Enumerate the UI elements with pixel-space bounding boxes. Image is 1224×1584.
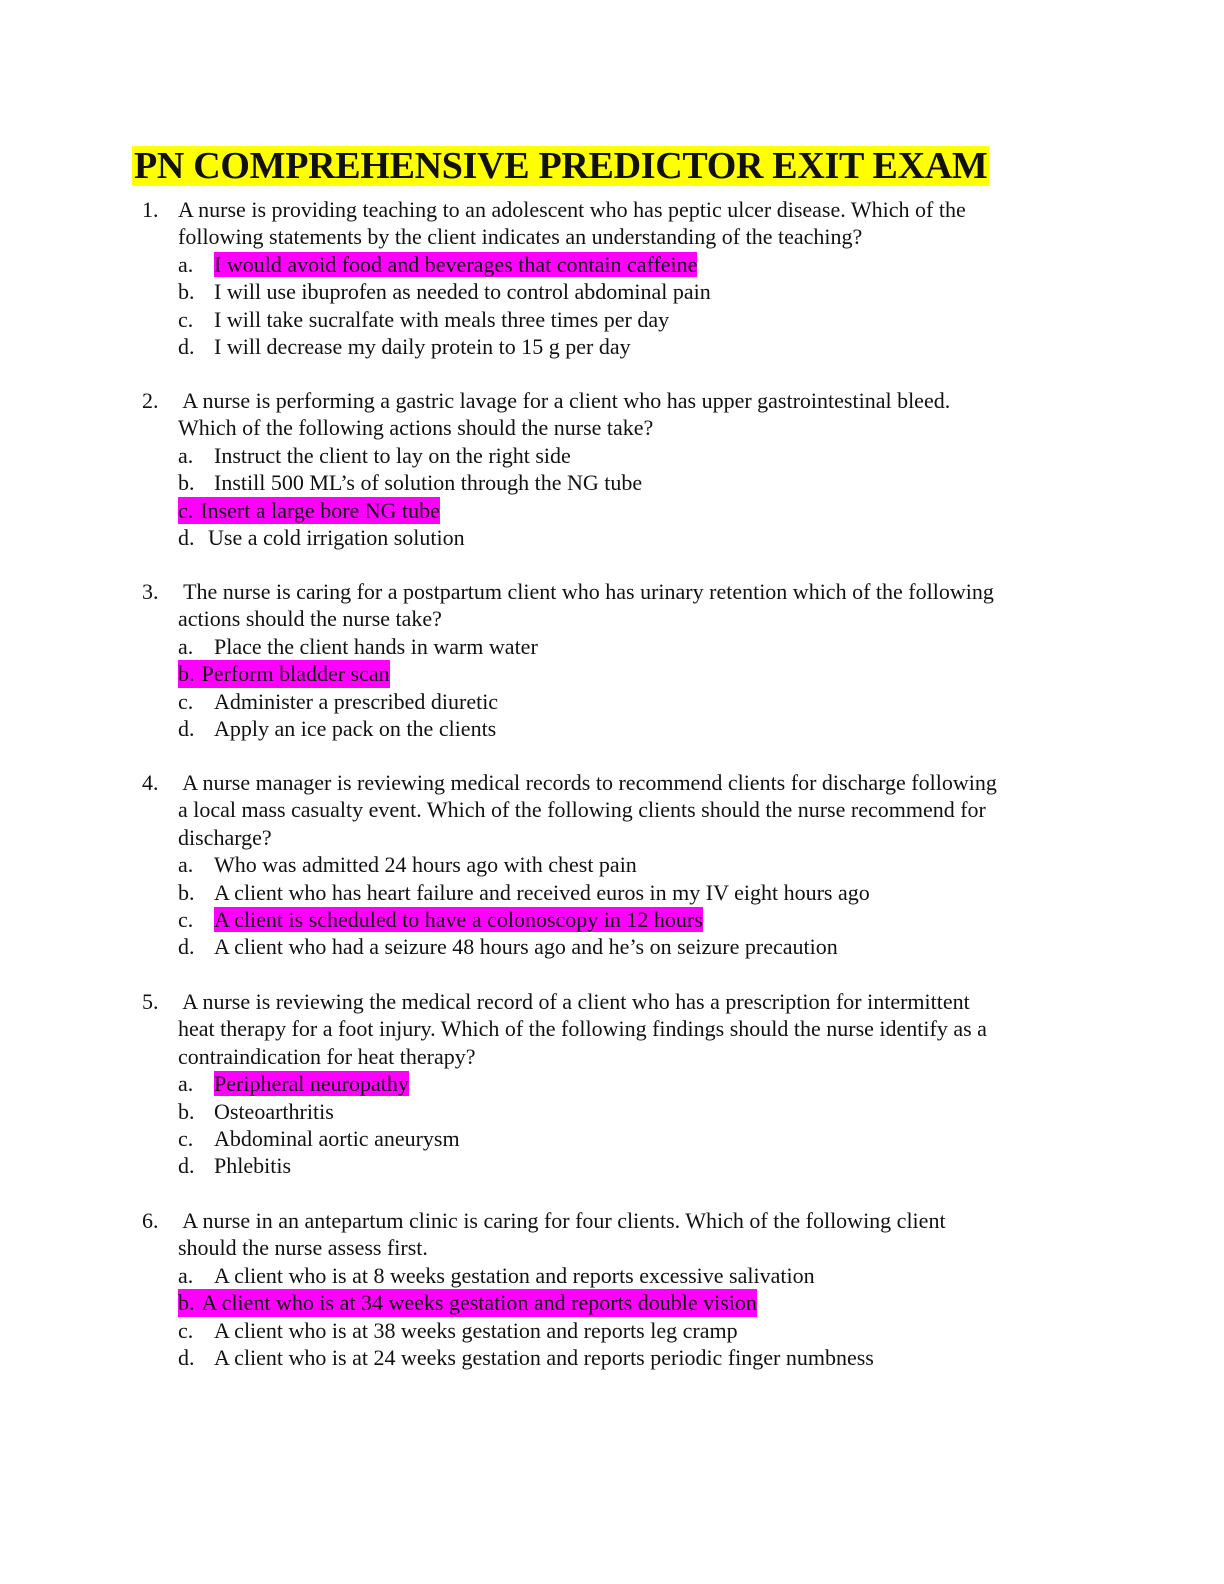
option-c: c.Abdominal aortic aneurysm xyxy=(178,1125,460,1151)
answer-options: a.Who was admitted 24 hours ago with che… xyxy=(178,851,1078,961)
option-a: a.Who was admitted 24 hours ago with che… xyxy=(178,852,637,878)
highlighted-answer: I would avoid food and beverages that co… xyxy=(214,251,698,277)
option-d: d.Apply an ice pack on the clients xyxy=(178,715,497,741)
question-number: 1. xyxy=(142,197,159,222)
answer-options: a.A client who is at 8 weeks gestation a… xyxy=(178,1262,1078,1372)
option-a: a.I would avoid food and beverages that … xyxy=(178,251,698,277)
question-line: A nurse is providing teaching to an adol… xyxy=(178,197,966,222)
option-a: a.Peripheral neuropathy xyxy=(178,1071,409,1097)
question-line: heat therapy for a foot injury. Which of… xyxy=(178,1016,987,1042)
question-number: 6. xyxy=(142,1208,159,1233)
option-c: c.A client is scheduled to have a colono… xyxy=(178,906,703,932)
option-c: c.A client who is at 38 weeks gestation … xyxy=(178,1317,738,1343)
option-c: c.Administer a prescribed diuretic xyxy=(178,688,499,714)
question-line: A nurse manager is reviewing medical rec… xyxy=(178,770,997,795)
question-number: 4. xyxy=(142,770,159,795)
answer-options: a.Peripheral neuropathy b.Osteoarthritis… xyxy=(178,1070,1078,1180)
question-line: contraindication for heat therapy? xyxy=(178,1043,476,1069)
question-line: A nurse in an antepartum clinic is carin… xyxy=(178,1208,946,1233)
question-line: should the nurse assess first. xyxy=(178,1235,428,1261)
option-d: d.Use a cold irrigation solution xyxy=(178,524,465,550)
question-number: 2. xyxy=(142,388,159,413)
question-text: A nurse in an antepartum clinic is carin… xyxy=(178,1207,1068,1262)
option-c-highlighted-answer: c.Insert a large bore NG tube xyxy=(178,496,440,524)
option-d: d.A client who had a seizure 48 hours ag… xyxy=(178,934,838,960)
option-a: a.Place the client hands in warm water xyxy=(178,633,538,659)
option-d: d.Phlebitis xyxy=(178,1153,292,1179)
question-line: A nurse is reviewing the medical record … xyxy=(178,989,970,1014)
highlighted-answer: A client is scheduled to have a colonosc… xyxy=(214,906,703,932)
question-line: following statements by the client indic… xyxy=(178,224,863,250)
question-line: Which of the following actions should th… xyxy=(178,415,654,441)
question-line: a local mass casualty event. Which of th… xyxy=(178,797,986,823)
question-line: discharge? xyxy=(178,824,272,850)
question-line: The nurse is caring for a postpartum cli… xyxy=(178,579,994,604)
question-text: A nurse is performing a gastric lavage f… xyxy=(178,387,1068,442)
option-a: a.A client who is at 8 weeks gestation a… xyxy=(178,1262,815,1288)
option-b: b.A client who has heart failure and rec… xyxy=(178,879,870,905)
option-c: c.I will take sucralfate with meals thre… xyxy=(178,306,670,332)
question-text: The nurse is caring for a postpartum cli… xyxy=(178,578,1068,633)
option-b: b.Osteoarthritis xyxy=(178,1098,334,1124)
option-b: b.Instill 500 ML’s of solution through t… xyxy=(178,470,643,496)
question-number: 5. xyxy=(142,989,159,1014)
option-b: b.I will use ibuprofen as needed to cont… xyxy=(178,279,711,305)
option-d: d.A client who is at 24 weeks gestation … xyxy=(178,1344,874,1370)
question-text: A nurse is reviewing the medical record … xyxy=(178,988,1068,1070)
answer-options: a.Place the client hands in warm water b… xyxy=(178,633,1078,743)
option-b-highlighted-answer: b.Perform bladder scan xyxy=(178,660,390,688)
question-line: A nurse is performing a gastric lavage f… xyxy=(178,388,951,413)
option-a: a.Instruct the client to lay on the righ… xyxy=(178,442,571,468)
answer-options: a.I would avoid food and beverages that … xyxy=(178,251,1078,361)
question-number: 3. xyxy=(142,579,159,604)
option-d: d.I will decrease my daily protein to 15… xyxy=(178,333,631,359)
question-text: A nurse manager is reviewing medical rec… xyxy=(178,769,1068,851)
page-title: PN COMPREHENSIVE PREDICTOR EXIT EXAM xyxy=(132,145,990,187)
option-b-highlighted-answer: b.A client who is at 34 weeks gestation … xyxy=(178,1289,757,1317)
highlighted-answer: Peripheral neuropathy xyxy=(214,1071,409,1097)
question-text: A nurse is providing teaching to an adol… xyxy=(178,196,1068,251)
answer-options: a.Instruct the client to lay on the righ… xyxy=(178,442,1078,552)
question-line: actions should the nurse take? xyxy=(178,606,442,632)
